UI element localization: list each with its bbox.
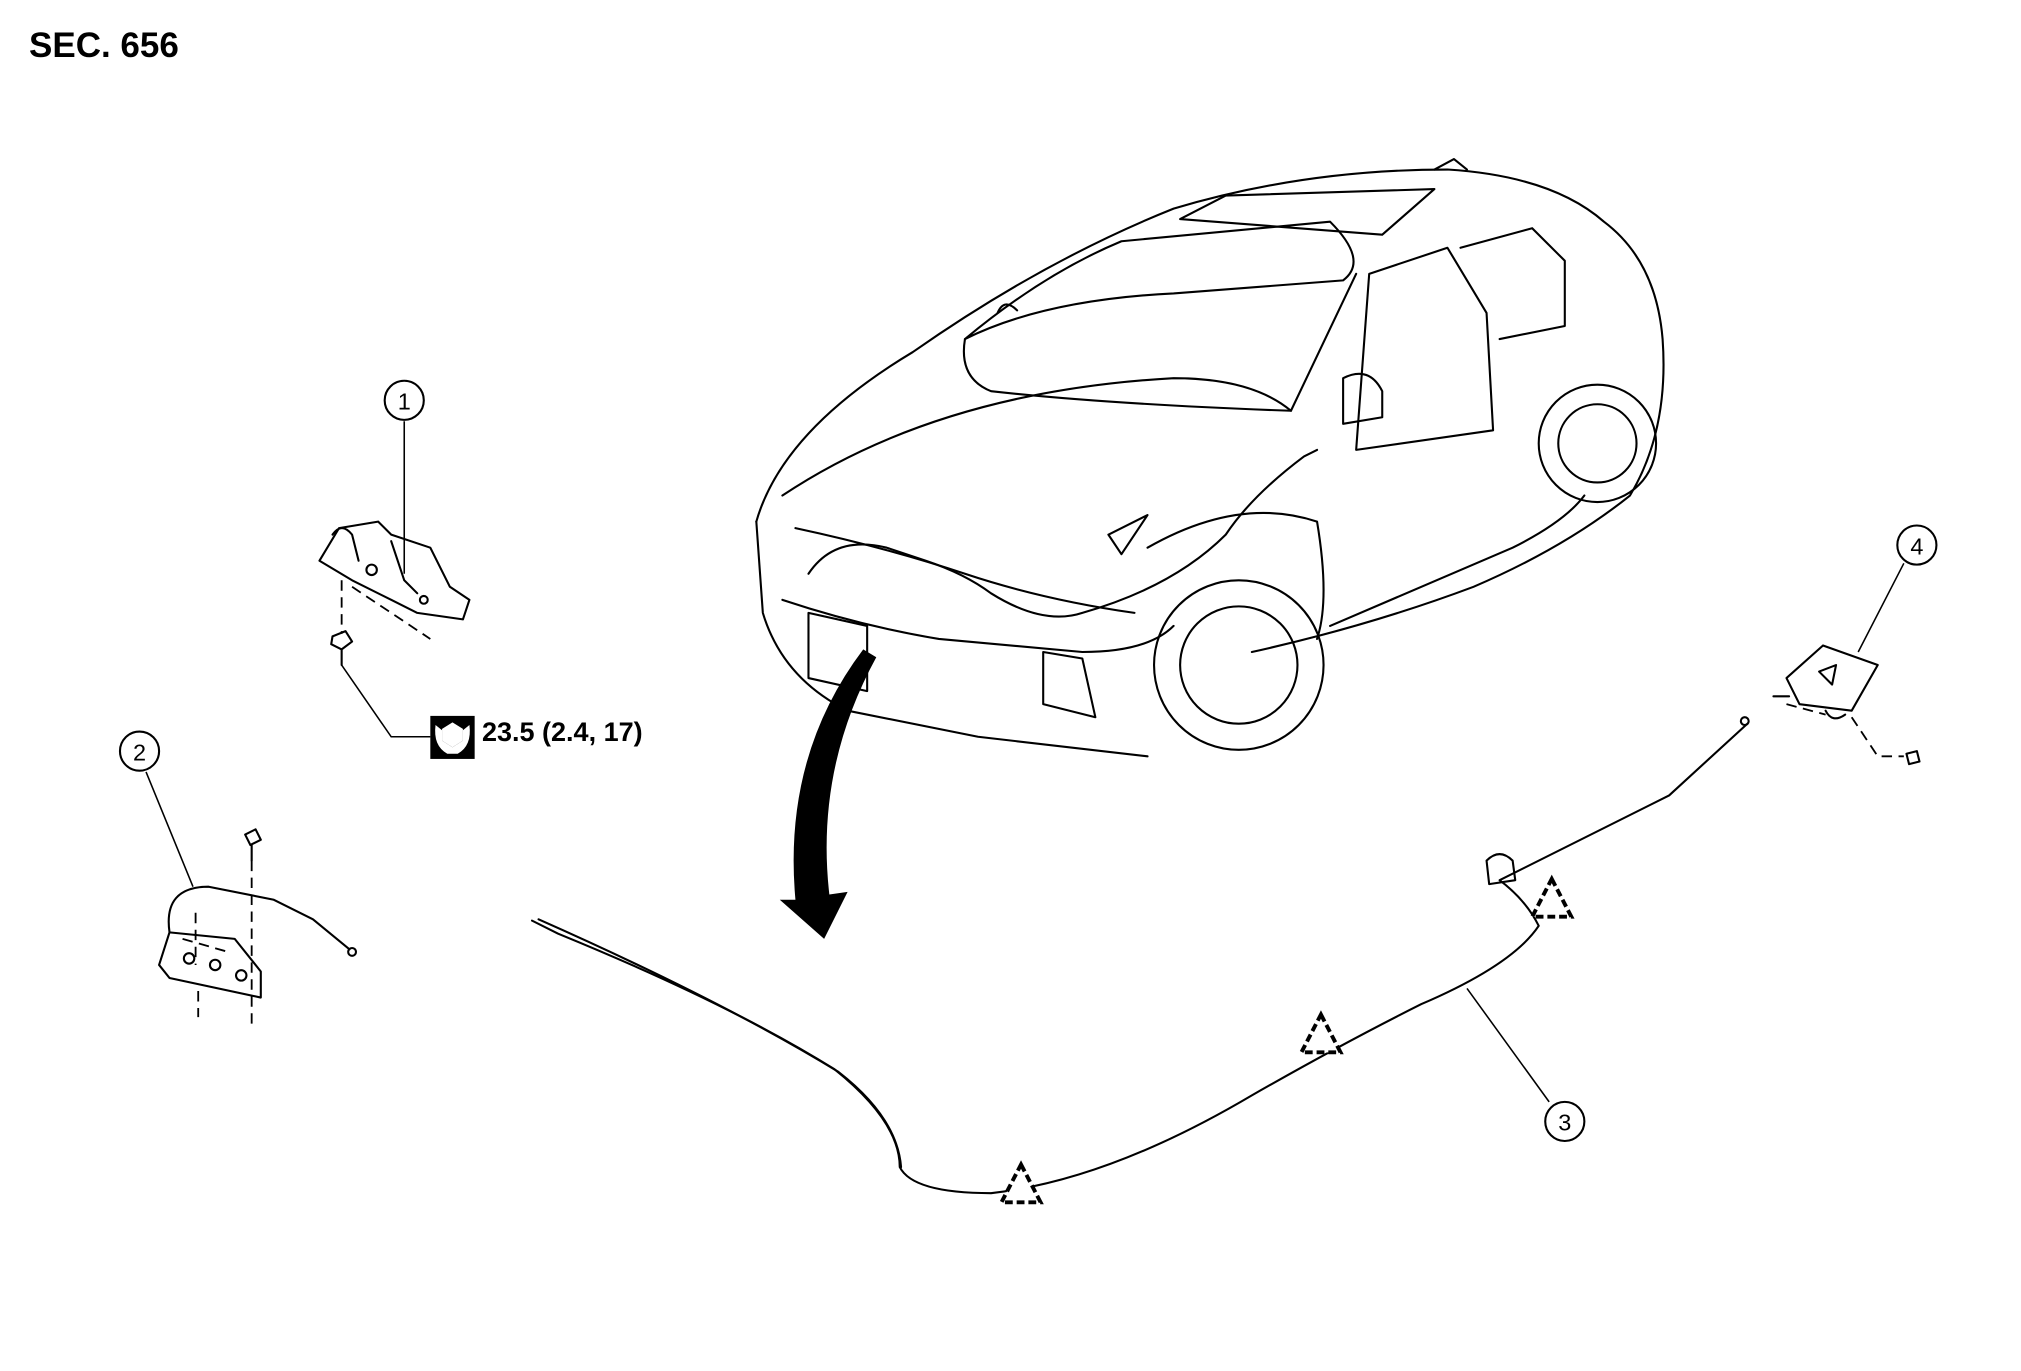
callout-1: 1	[383, 379, 425, 421]
section-label: SEC. 656	[29, 26, 179, 65]
sealant-warning-triangle-icon	[998, 874, 1575, 1205]
location-arrow	[779, 649, 877, 939]
callout-4: 4	[1896, 524, 1938, 566]
tightening-torque-icon	[430, 715, 475, 759]
svg-text:2: 2	[133, 739, 146, 765]
hood-lock-bolt	[330, 630, 354, 667]
callout-2: 2	[118, 730, 161, 772]
torque-spec: 23.5 (2.4, 17)	[482, 717, 643, 747]
svg-text:3: 3	[1558, 1110, 1571, 1136]
svg-text:4: 4	[1910, 533, 1923, 559]
callout-3: 3	[1544, 1100, 1586, 1143]
release-handle-part	[158, 828, 358, 999]
svg-text:1: 1	[398, 389, 411, 415]
vehicle-illustration	[755, 158, 1665, 758]
secondary-latch-part	[1772, 644, 1921, 766]
hood-lock-part	[318, 520, 471, 621]
